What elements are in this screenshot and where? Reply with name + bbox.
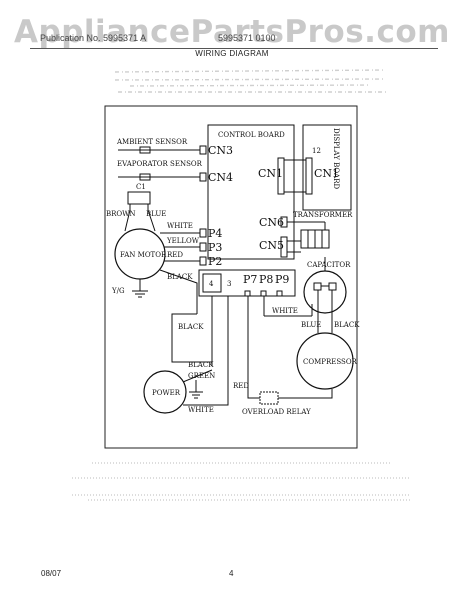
p3-label: P3: [208, 241, 222, 254]
cn4-connector: [199, 172, 207, 182]
watermark-logo: AppliancePartsPros.com: [14, 14, 450, 50]
display-board-label: DISPLAY BOARD: [332, 128, 340, 189]
overload-relay-label: OVERLOAD RELAY: [242, 408, 311, 416]
compressor-icon: [296, 332, 354, 390]
display-board-box: [302, 124, 352, 211]
brown-wire-label: BROWN: [106, 210, 135, 218]
black-power-label: BLACK: [188, 361, 214, 369]
cn1-board-connector: [277, 157, 285, 195]
capacitor-label: CAPACITOR: [307, 261, 351, 269]
p3-connector: [199, 242, 207, 252]
p9-label: P9: [275, 273, 289, 286]
yg-label: Y/G: [111, 287, 125, 295]
diagram-frame: [104, 105, 358, 449]
white-power-label: WHITE: [188, 406, 214, 414]
ground-icon-power: [189, 380, 203, 399]
p7-label: P7: [243, 273, 257, 286]
cn1-display-connector: [305, 157, 313, 195]
c1-capacitor: [127, 191, 151, 205]
evaporator-sensor-probe: [139, 173, 151, 181]
white-right-label: WHITE: [272, 307, 298, 315]
dotted-lines: [72, 462, 410, 501]
compressor-label: COMPRESSOR: [303, 358, 358, 366]
relay-4-box: [202, 273, 222, 293]
power-plug-icon: [143, 370, 187, 414]
capacitor-terminals: [313, 282, 337, 304]
blue-wire-label-top: BLUE: [146, 210, 166, 218]
cn1-display-label: CN1: [314, 167, 339, 180]
cn3-connector: [199, 145, 207, 155]
page-number: 4: [229, 569, 234, 578]
white-p4-label: WHITE: [167, 222, 193, 230]
evaporator-sensor-label: EVAPORATOR SENSOR: [117, 160, 203, 168]
p2-connector: [199, 256, 207, 266]
display-pin-label: 12: [312, 147, 321, 155]
relay-terminals: [244, 290, 283, 297]
model-number: 5995371 0100: [218, 33, 276, 43]
p4-connector: [199, 228, 207, 238]
relay-4-label: 4: [209, 280, 214, 288]
p4-label: P4: [208, 227, 222, 240]
c1-label: C1: [136, 183, 146, 191]
relay-wires: [211, 296, 312, 380]
cn6-label: CN6: [259, 216, 284, 229]
page-title: WIRING DIAGRAM: [195, 49, 269, 58]
transformer-symbol: [287, 221, 330, 253]
cn5-label: CN5: [259, 239, 284, 252]
publication-number: Publication No. 5995371 A: [40, 33, 147, 43]
p2-label: P2: [208, 255, 222, 268]
cn3-label: CN3: [208, 144, 233, 157]
red-relay-label: RED: [233, 382, 249, 390]
footer-date: 08/07: [41, 569, 62, 578]
power-label: POWER: [152, 389, 181, 397]
blue-right-label: BLUE: [301, 321, 321, 329]
cn4-label: CN4: [208, 171, 233, 184]
fan-motor-label: FAN MOTOR: [120, 251, 167, 259]
ground-icon-fan: [132, 279, 148, 298]
header-rule: [30, 48, 438, 49]
red-p2-label: RED: [167, 251, 183, 259]
ambient-sensor-label: AMBIENT SENSOR: [116, 138, 188, 146]
relay-3-label: 3: [227, 280, 231, 288]
yellow-wire-label: YELLOW: [166, 237, 200, 245]
transformer-label: TRANSFORMER: [293, 211, 353, 219]
green-wire-label: GREEN: [188, 372, 215, 380]
scan-noise: [114, 69, 388, 93]
black-right-label: BLACK: [334, 321, 360, 329]
capacitor-icon: [303, 270, 347, 314]
overload-relay-box: [259, 391, 279, 405]
p8-label: P8: [259, 273, 273, 286]
cn5-connector: [280, 236, 288, 258]
black-left-label: BLACK: [178, 323, 204, 331]
ambient-sensor-probe: [139, 146, 151, 154]
control-board-label: CONTROL BOARD: [218, 131, 285, 139]
cn1-board-label: CN1: [258, 167, 283, 180]
